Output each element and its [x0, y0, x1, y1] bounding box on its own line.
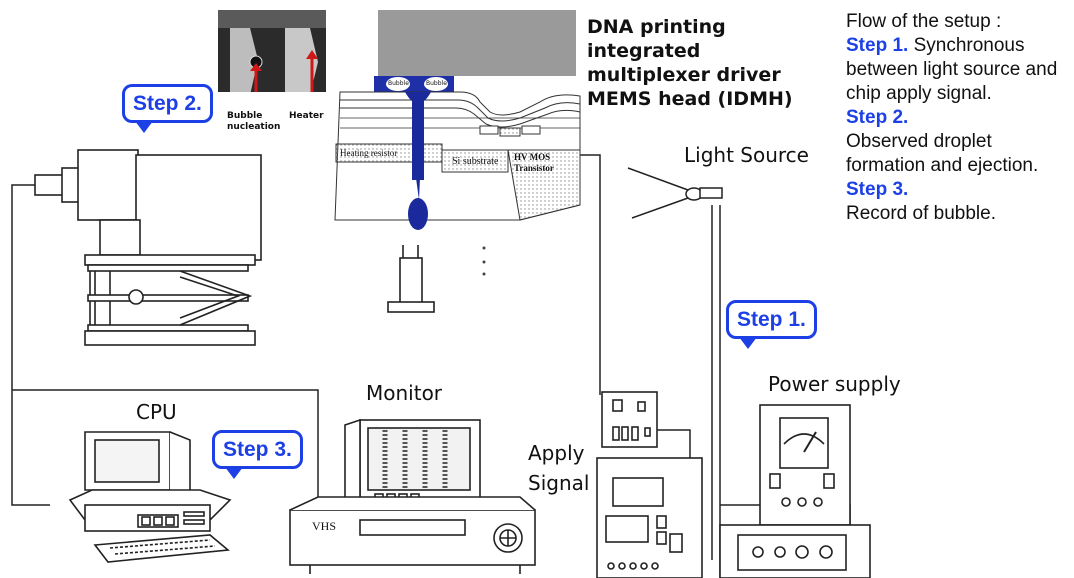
idmh-title-line2: integrated [587, 40, 701, 62]
light-source-lamp [627, 167, 723, 219]
bubble-nucleation-label: Bubble nucleation [227, 111, 280, 133]
hv-mos-label: HV MOS Transistor [514, 152, 554, 174]
step2-callout: Step 2. [122, 84, 213, 133]
step1-callout: Step 1. [726, 300, 817, 349]
flow-step3-label: Step 3. [846, 179, 909, 200]
apply-signal-line2: Signal [528, 471, 590, 495]
monitor-label: Monitor [366, 381, 443, 405]
power-supply-label: Power supply [768, 372, 901, 396]
light-source-label: Light Source [684, 143, 809, 167]
substrate-holder [387, 245, 486, 313]
heating-resistor-label: Heating resistor [340, 148, 398, 158]
hv-mos-line2: Transistor [514, 163, 554, 173]
heater-label: Heater [289, 111, 324, 121]
bubble-left-label: Bubble [388, 80, 409, 87]
hv-mos-line1: HV MOS [514, 152, 551, 162]
idmh-cross-section [334, 10, 581, 230]
apply-signal-label: Apply Signal [528, 438, 589, 498]
controller-box [601, 391, 658, 448]
flow-step3-text: Record of bubble. [846, 203, 996, 224]
idmh-title-line1: DNA printing [587, 16, 726, 38]
idmh-title-line4: MEMS head (IDMH) [587, 88, 793, 110]
flow-step2-text: Observed droplet formation and ejection. [846, 131, 1039, 176]
flow-heading: Flow of the setup : [846, 11, 1002, 32]
apply-signal-line1: Apply [528, 441, 585, 465]
step3-callout: Step 3. [212, 430, 303, 479]
flow-step1-label: Step 1. [846, 35, 909, 56]
bubble-nucleation-line1: Bubble [227, 111, 263, 121]
si-substrate-label: Si substrate [452, 156, 499, 167]
flow-step1-text: Synchronous between light source and chi… [846, 35, 1058, 104]
cpu-label: CPU [136, 400, 177, 424]
bubble-inset-photo [218, 10, 326, 138]
high-speed-camera [34, 149, 262, 346]
idmh-title-line3: multiplexer driver [587, 64, 781, 86]
cpu-computer [68, 431, 232, 563]
vhs-label: VHS [312, 519, 337, 533]
flow-step2-label: Step 2. [846, 107, 909, 128]
idmh-title: DNA printing integrated multiplexer driv… [587, 15, 793, 111]
bubble-nucleation-line2: nucleation [227, 122, 281, 132]
flow-description: Flow of the setup : Step 1. Synchronous … [846, 10, 1068, 226]
monitor-vhs [289, 418, 536, 574]
bubble-right-label: Bubble [426, 80, 447, 87]
signal-generator [596, 457, 703, 578]
power-supply [719, 404, 871, 578]
